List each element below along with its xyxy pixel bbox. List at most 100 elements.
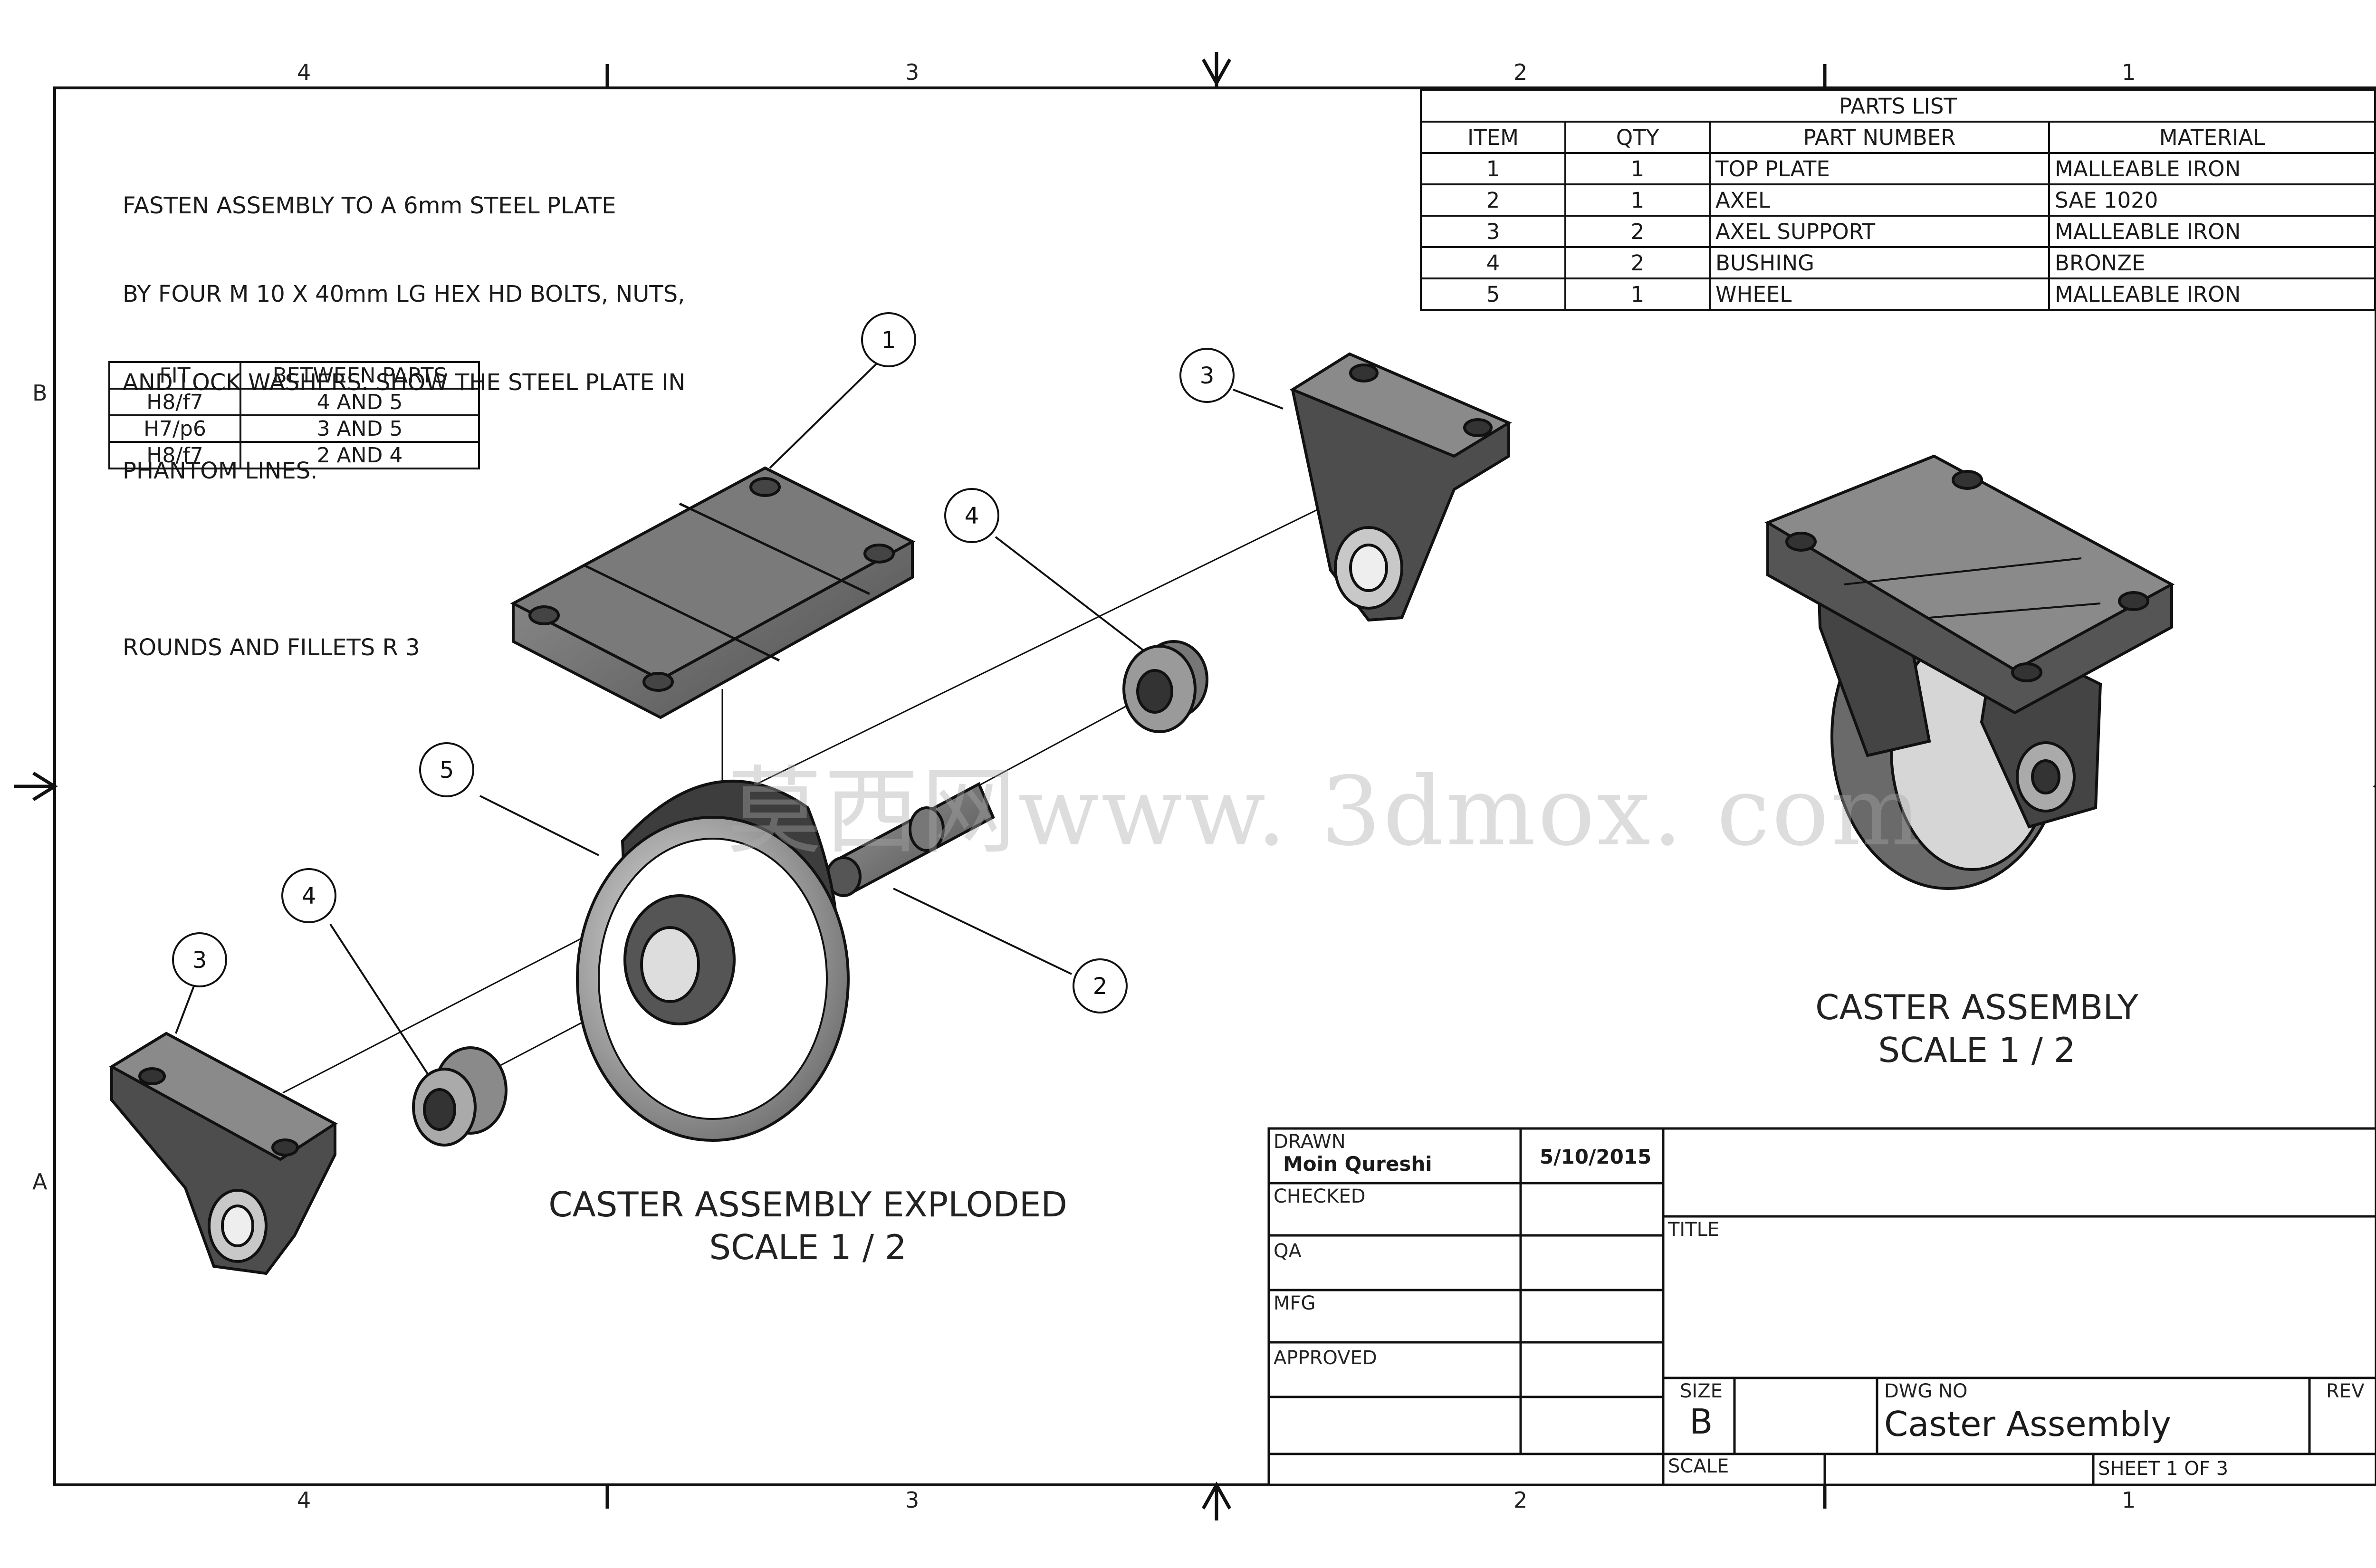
zone-column-label: 4 [297, 1487, 311, 1513]
material-cell: MALLEABLE IRON [2048, 152, 2376, 185]
bushing-part-upper [1122, 640, 1208, 733]
assembled-view [1764, 454, 2175, 890]
caption-line: CASTER ASSEMBLY EXPLODED [548, 1185, 1067, 1224]
table-row: 3 2 AXEL SUPPORT MALLEABLE IRON [1420, 215, 2376, 248]
balloon-label: 3 [192, 947, 207, 974]
general-notes: FASTEN ASSEMBLY TO A 6mm STEEL PLATE BY … [123, 132, 685, 692]
drawn-name: Moin Qureshi [1283, 1152, 1432, 1176]
parts-list-title-row: PARTS LIST [1420, 89, 2376, 123]
between-parts-cell: 3 AND 5 [240, 414, 480, 443]
item-cell: 5 [1420, 277, 1566, 311]
material-cell: MALLEABLE IRON [2048, 277, 2376, 311]
balloon-label: 3 [1200, 363, 1215, 389]
qty-cell: 1 [1564, 183, 1711, 217]
zone-column-label: 3 [905, 59, 920, 85]
balloon-label: 4 [965, 503, 979, 529]
part-number-cell: BUSHING [1709, 246, 2050, 279]
size-value: B [1689, 1402, 1713, 1442]
table-row: 4 2 BUSHING BRONZE [1420, 246, 2376, 279]
balloon-item-4-upper: 4 [944, 488, 999, 543]
note-line [123, 545, 685, 574]
balloon-item-2: 2 [1073, 958, 1128, 1013]
qty-cell: 1 [1564, 152, 1711, 185]
zone-ticks [14, 52, 1827, 1520]
zone-row-label: A [32, 1169, 48, 1195]
part-number-cell: TOP PLATE [1709, 152, 2050, 185]
qty-cell: 1 [1564, 277, 1711, 311]
of-label: OF [2184, 1458, 2210, 1480]
drawn-date: 5/10/2015 [1540, 1145, 1652, 1168]
title-label: TITLE [1668, 1219, 1720, 1241]
balloon-label: 2 [1093, 973, 1108, 1000]
table-row: 2 1 AXEL SAE 1020 [1420, 183, 2376, 217]
balloon-item-5: 5 [419, 742, 474, 797]
table-row: H7/p6 3 AND 5 [108, 414, 480, 443]
caption-line: SCALE 1 / 2 [1878, 1030, 2076, 1070]
item-cell: 4 [1420, 246, 1566, 279]
between-parts-cell: 2 AND 4 [240, 441, 480, 469]
table-row: H8/f7 4 AND 5 [108, 388, 480, 416]
qty-cell: 2 [1564, 246, 1711, 279]
rev-label: REV [2326, 1380, 2365, 1402]
qty-cell: 2 [1564, 215, 1711, 248]
table-row: 1 1 TOP PLATE MALLEABLE IRON [1420, 152, 2376, 185]
part-number-cell: WHEEL [1709, 277, 2050, 311]
zone-column-label: 3 [905, 1487, 920, 1513]
material-header: MATERIAL [2048, 121, 2376, 154]
qa-label: QA [1274, 1240, 1302, 1262]
axis-lines [282, 484, 1369, 1094]
sheet-label: SHEET [2098, 1458, 2160, 1480]
part-number-header: PART NUMBER [1709, 121, 2050, 154]
checked-label: CHECKED [1274, 1186, 1366, 1207]
axle-support-part-upper [1289, 352, 1512, 622]
zone-column-label: 2 [1514, 59, 1528, 85]
zone-column-label: 1 [2122, 1487, 2136, 1513]
balloon-item-4-lower: 4 [281, 868, 336, 923]
balloon-item-3-upper: 3 [1179, 348, 1235, 403]
approved-label: APPROVED [1274, 1347, 1377, 1369]
zone-row-label: B [32, 380, 48, 406]
part-number-cell: AXEL [1709, 183, 2050, 217]
balloon-label: 1 [881, 327, 896, 354]
dwg-no-label: DWG NO [1884, 1380, 1968, 1402]
part-number-cell: AXEL SUPPORT [1709, 215, 2050, 248]
balloon-label: 4 [302, 883, 316, 909]
zone-column-label: 2 [1514, 1487, 1528, 1513]
dwg-no-value: Caster Assembly [1884, 1404, 2171, 1444]
caption-line: CASTER ASSEMBLY [1815, 987, 2138, 1027]
fit-cell: H7/p6 [108, 414, 241, 443]
material-cell: SAE 1020 [2048, 183, 2376, 217]
between-parts-cell: 4 AND 5 [240, 388, 480, 416]
title-block-frame [1267, 1127, 2376, 1486]
sheet-number-field: SHEET 1 OF 3 [2098, 1458, 2228, 1480]
exploded-view-caption: CASTER ASSEMBLY EXPLODED SCALE 1 / 2 [499, 1183, 1117, 1269]
watermark: 莫西网www. 3dmox. com [727, 756, 1923, 867]
note-line: FASTEN ASSEMBLY TO A 6mm STEEL PLATE [123, 192, 616, 219]
note-line: ROUNDS AND FILLETS R 3 [123, 634, 420, 661]
leader-lines [175, 363, 1284, 1075]
parts-list-title: PARTS LIST [1420, 89, 2376, 123]
material-cell: BRONZE [2048, 246, 2376, 279]
parts-list-header: ITEM QTY PART NUMBER MATERIAL [1420, 121, 2376, 154]
balloon-item-1: 1 [861, 312, 916, 367]
assembled-view-caption: CASTER ASSEMBLY SCALE 1 / 2 [1692, 986, 2262, 1071]
fit-header-cell: BETWEEN PARTS [240, 361, 480, 390]
mfg-label: MFG [1274, 1292, 1316, 1314]
fit-table-header: FIT BETWEEN PARTS [108, 361, 480, 390]
wheel-part [576, 780, 850, 1142]
sheet-total: 3 [2216, 1458, 2229, 1480]
fit-table: FIT BETWEEN PARTS H8/f7 4 AND 5 H7/p6 3 … [108, 361, 480, 469]
fit-cell: H8/f7 [108, 441, 241, 469]
item-cell: 3 [1420, 215, 1566, 248]
table-row: H8/f7 2 AND 4 [108, 441, 480, 469]
top-plate-part [510, 466, 916, 719]
parts-list-table: PARTS LIST ITEM QTY PART NUMBER MATERIAL… [1420, 89, 2376, 311]
balloon-label: 5 [440, 757, 454, 784]
item-cell: 1 [1420, 152, 1566, 185]
qty-header: QTY [1564, 121, 1711, 154]
bushing-part-lower [412, 1046, 508, 1147]
material-cell: MALLEABLE IRON [2048, 215, 2376, 248]
center-arrows [32, 58, 2376, 1510]
size-label: SIZE [1680, 1380, 1723, 1402]
